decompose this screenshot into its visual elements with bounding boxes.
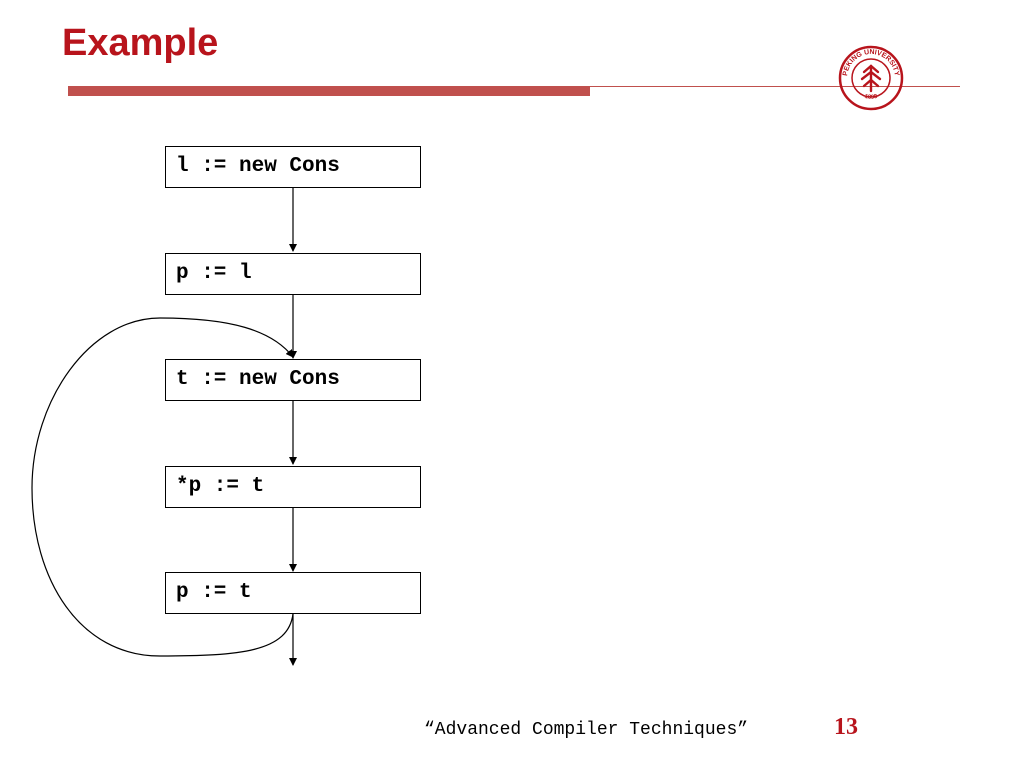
edge-loop-back — [31, 317, 294, 657]
title-underline-bar — [68, 86, 590, 96]
university-seal-logo: PEKING UNIVERSITY 1898 — [838, 45, 904, 111]
page-number: 13 — [834, 714, 858, 740]
seal-year-text: 1898 — [864, 94, 879, 101]
flowchart-node-4: *p := t — [165, 466, 421, 508]
slide-footer: “Advanced Compiler Techniques” — [424, 720, 749, 740]
flowchart-node-3: t := new Cons — [165, 359, 421, 401]
slide-title: Example — [62, 22, 219, 64]
flowchart-node-2: p := l — [165, 253, 421, 295]
svg-text:1898: 1898 — [864, 94, 879, 101]
flowchart-node-5: p := t — [165, 572, 421, 614]
title-underline-thin-line — [590, 86, 960, 87]
flowchart-node-1: l := new Cons — [165, 146, 421, 188]
